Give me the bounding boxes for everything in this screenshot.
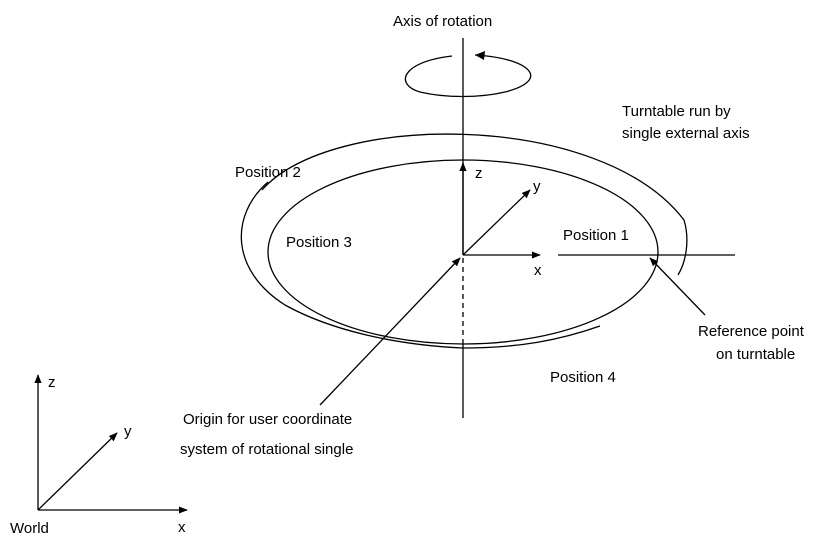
- user-x-label: x: [534, 262, 542, 279]
- reference-point-pointer: [649, 257, 706, 316]
- rotation-arrowhead-icon: [475, 51, 485, 60]
- world-z-label: z: [48, 374, 56, 391]
- origin-label-line2: system of rotational single: [180, 441, 353, 458]
- reference-label-line2: on turntable: [716, 346, 795, 363]
- turntable-label-line2: single external axis: [622, 125, 750, 142]
- world-x-label: x: [178, 519, 186, 536]
- position-4-label: Position 4: [550, 369, 616, 386]
- user-z-label: z: [475, 165, 483, 182]
- turntable-disk: [267, 159, 659, 345]
- world-y-label: y: [124, 423, 132, 440]
- position-1-label: Position 1: [563, 227, 629, 244]
- origin-label-line1: Origin for user coordinate: [183, 411, 352, 428]
- origin-pointer: [319, 257, 461, 406]
- turntable-label-line1: Turntable run by: [622, 103, 731, 120]
- turntable-ring-bottom: [240, 181, 601, 349]
- axis-of-rotation-label: Axis of rotation: [393, 13, 492, 30]
- rotation-arrow-icon: [404, 54, 532, 98]
- user-y-axis: [462, 189, 531, 256]
- world-label: World: [10, 520, 49, 537]
- position-3-label: Position 3: [286, 234, 352, 251]
- reference-label-line1: Reference point: [698, 323, 805, 340]
- world-y-axis: [37, 432, 118, 511]
- user-y-label: y: [533, 178, 541, 195]
- position-2-label: Position 2: [235, 164, 301, 181]
- turntable-ring-top: [261, 133, 688, 276]
